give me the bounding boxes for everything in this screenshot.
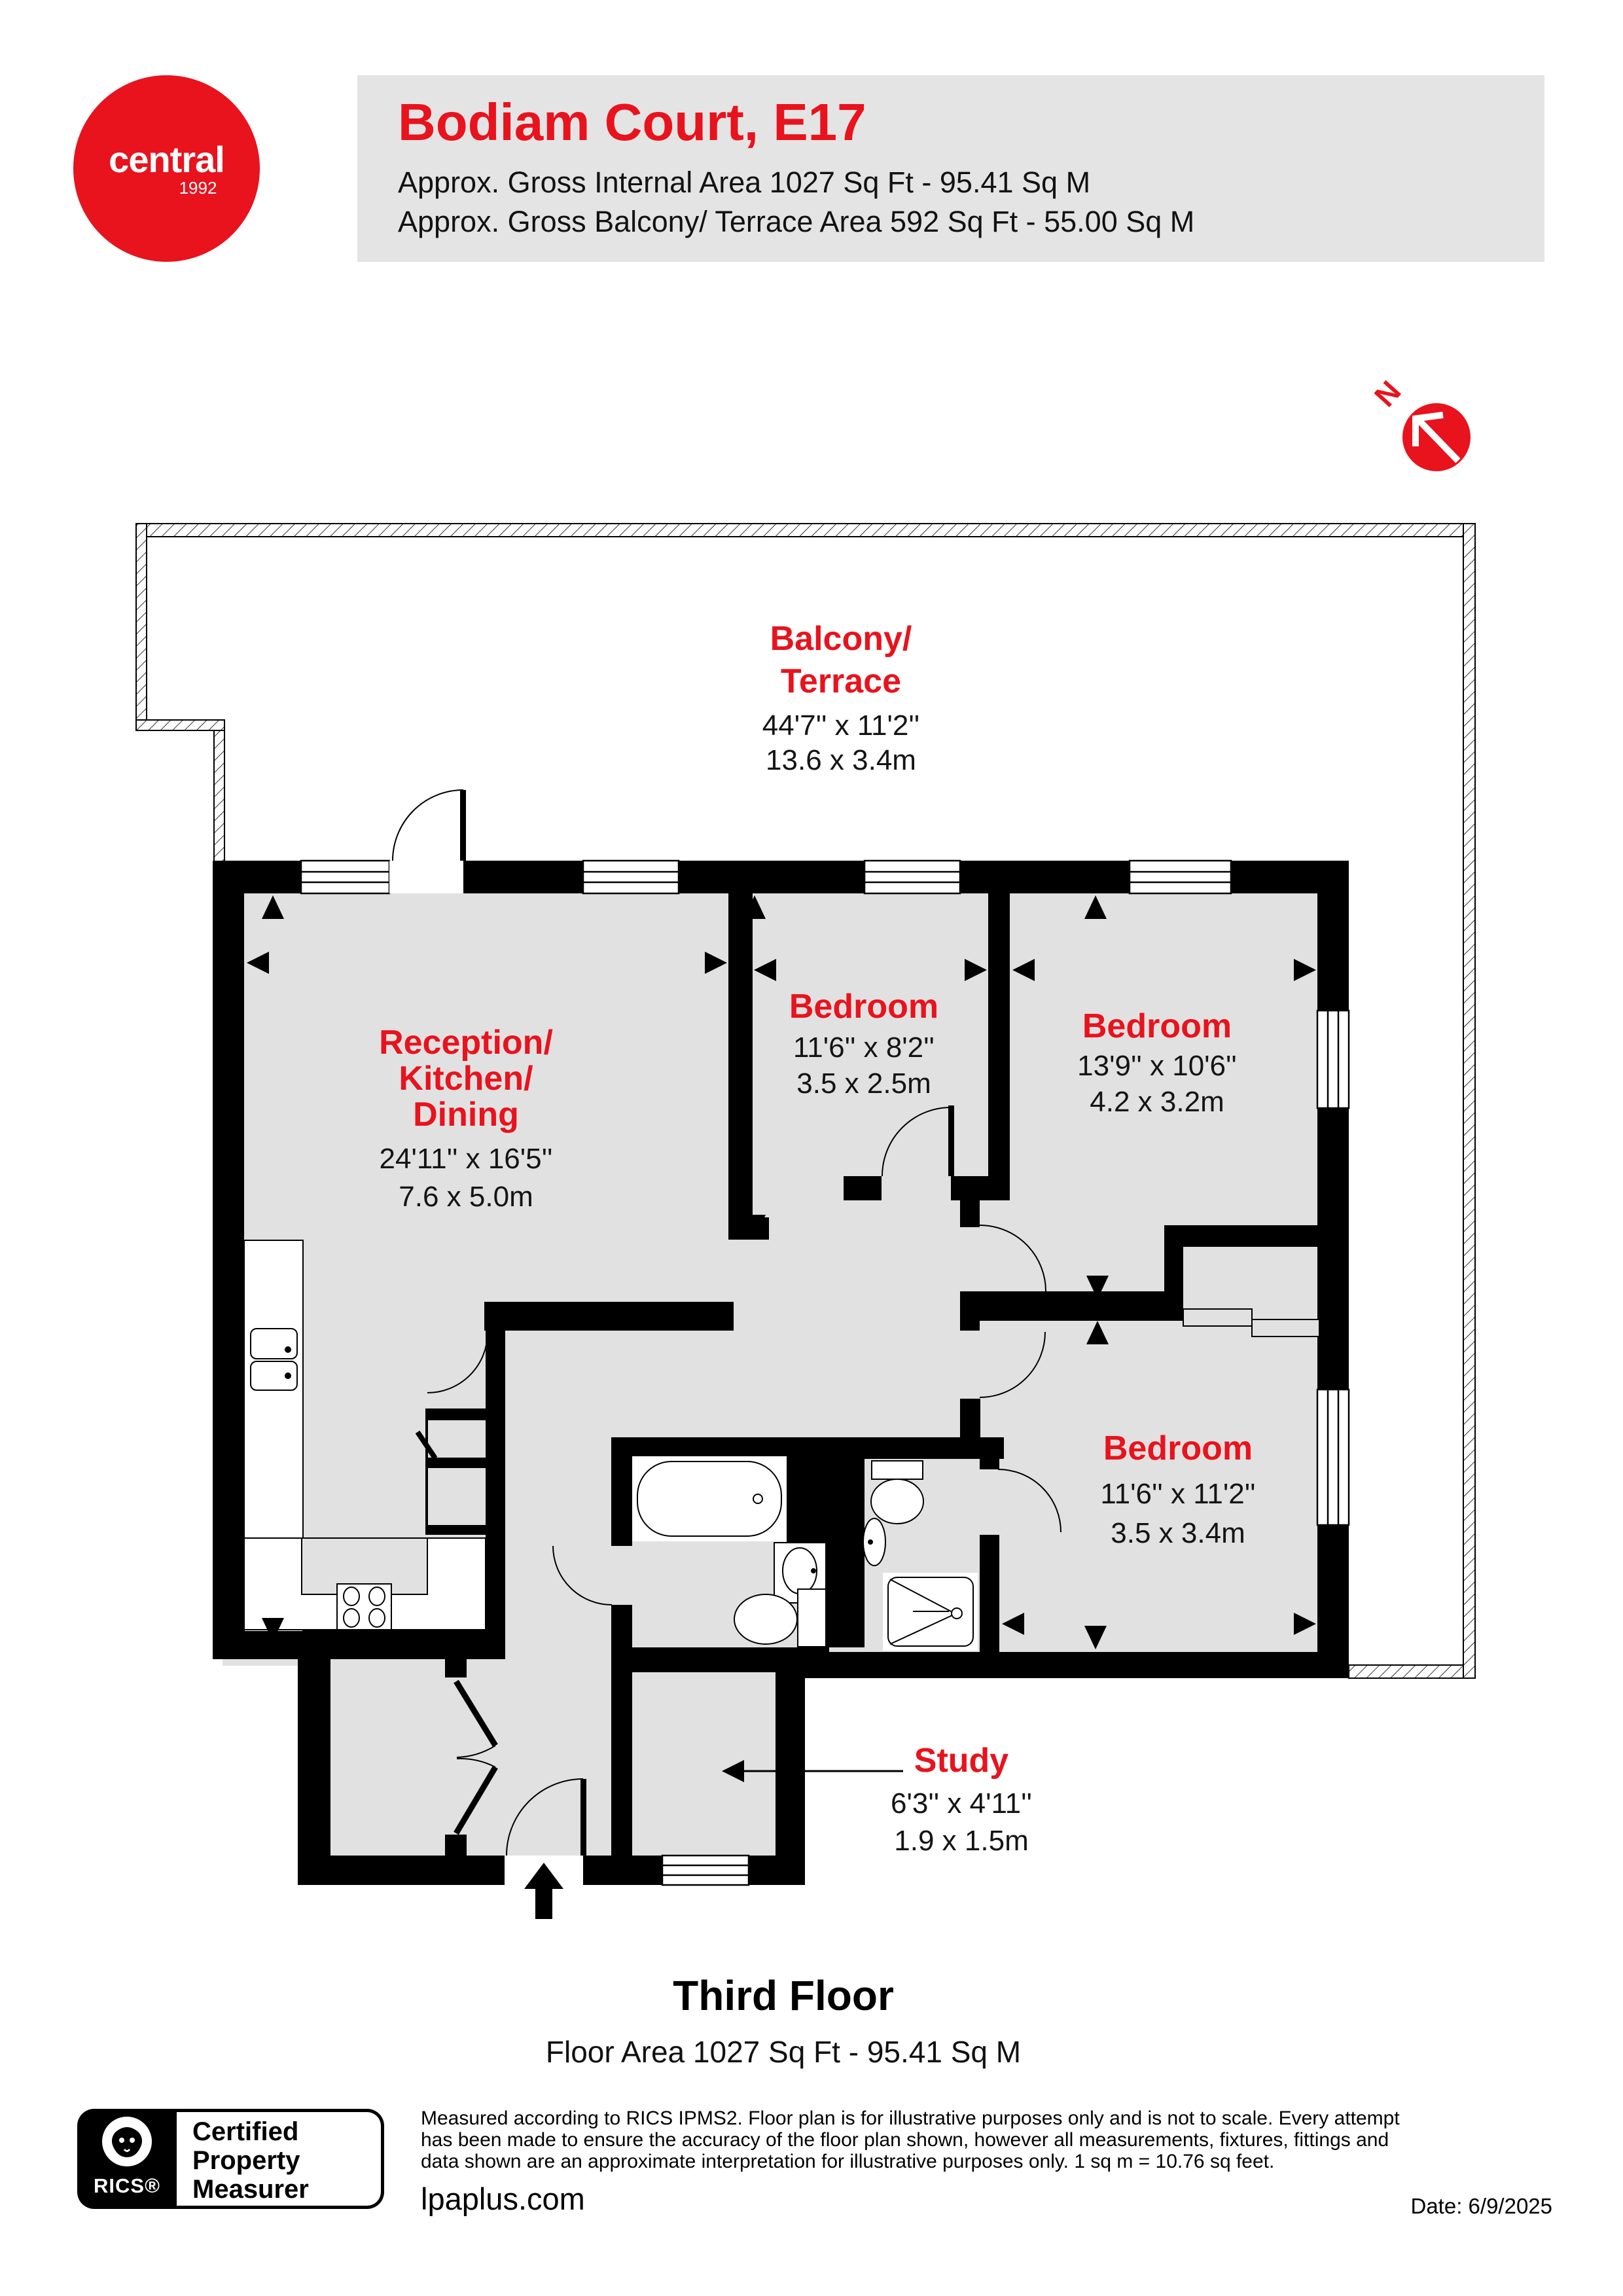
doors [392,789,1061,1856]
window-bedroom2-side [1316,1009,1350,1109]
kitchen-fixtures [243,1240,486,1632]
window-bedroom1 [863,859,961,895]
window-reception-1 [300,859,391,895]
walls [213,861,1349,1885]
rics-badge: RICS® Certified Property Measurer [77,2109,384,2209]
disclaimer-line-2: has been made to ensure the accuracy of … [421,2129,1389,2151]
wardrobe-shelf-1 [1183,1308,1253,1327]
double-doors [454,1679,498,1835]
window-study [661,1854,750,1886]
dimension-arrows [247,895,1316,1782]
balcony-dim-imperial: 44'7'' x 11'2'' [762,709,919,742]
windows [300,859,1350,1886]
compass-north-label: N [1368,374,1408,413]
lion-icon [102,2117,152,2166]
rics-org-label: RICS® [94,2174,160,2197]
floor-name: Third Floor [673,1972,894,2019]
bedroom1-dim-metric: 3.5 x 2.5m [796,1067,931,1100]
reception-dim-metric: 7.6 x 5.0m [399,1181,533,1213]
bathtub [632,1456,787,1541]
wc-toilet [870,1460,924,1524]
balcony-label-2: Terrace [781,662,901,700]
bedroom2-dim-imperial: 13'9'' x 10'6'' [1077,1050,1237,1082]
study-dim-metric: 1.9 x 1.5m [894,1825,1028,1857]
compass-icon: N [1368,374,1471,471]
bedroom1-door [882,1105,954,1177]
window-bedroom2-top [1128,859,1232,895]
agency-logo-name: central [109,138,225,180]
rics-badge-right: Certified Property Measurer [177,2109,384,2209]
badge-line-2: Property [192,2146,300,2175]
kitchen-cupboard-door [415,1430,438,1460]
bedroom3-label: Bedroom [1103,1429,1253,1467]
bedroom3-door [979,1331,1046,1398]
badge-line-3: Measurer [192,2175,309,2204]
balcony-label-1: Balcony/ [770,620,912,658]
bedroom3-dim-imperial: 11'6'' x 11'2'' [1100,1478,1255,1510]
balcony-door [392,789,466,861]
bathroom-fixtures [632,1308,1320,1651]
bathroom-toilet [734,1588,827,1647]
gross-internal-area: Approx. Gross Internal Area 1027 Sq Ft -… [398,165,1091,199]
gross-balcony-area: Approx. Gross Balcony/ Terrace Area 592 … [398,204,1195,238]
wc-basin [863,1518,886,1566]
entrance-arrow-icon [524,1863,563,1919]
rics-badge-left: RICS® [77,2109,177,2209]
floor-area-text: Floor Area 1027 Sq Ft - 95.41 Sq M [545,2035,1022,2069]
header-band: Bodiam Court, E17 Approx. Gross Internal… [357,75,1544,262]
reception-label-1: Reception/ [379,1024,553,1062]
window-bedroom3-side [1316,1388,1350,1526]
shower [883,1573,978,1651]
bedroom1-label: Bedroom [789,988,938,1026]
reception-label-2: Kitchen/ [399,1060,533,1098]
agency-logo-year: 1992 [179,177,217,198]
page-title: Bodiam Court, E17 [398,92,866,151]
kitchen-corridor-door [427,1332,488,1393]
wardrobe-shelf-2 [1251,1319,1320,1337]
kitchen-hob [336,1583,392,1630]
kitchen-sink [250,1328,298,1391]
reception-dim-imperial: 24'11'' x 16'5'' [380,1143,553,1175]
balcony-dim-metric: 13.6 x 3.4m [766,744,916,776]
bedroom1-dim-imperial: 11'6'' x 8'2'' [793,1031,935,1064]
date-label: Date: 6/9/2025 [1410,2194,1553,2218]
front-door [506,1778,586,1856]
bathroom-door [552,1545,613,1605]
balcony-door-opening [389,861,463,893]
bedroom2-door [979,1225,1046,1292]
disclaimer-line-3: data shown are an approximate interpreta… [421,2151,1275,2172]
agency-logo: central 1992 [73,75,260,262]
balcony-parapet [135,523,1476,1679]
study-dim-imperial: 6'3'' x 4'11'' [891,1787,1032,1820]
study-label: Study [914,1742,1009,1780]
bedroom2-label: Bedroom [1082,1007,1232,1045]
window-reception-2 [582,859,680,895]
website-link[interactable]: lpaplus.com [421,2181,585,2216]
shower-room-door [997,1469,1061,1533]
floor-area-fill [223,870,1335,1862]
disclaimer-line-1: Measured according to RICS IPMS2. Floor … [421,2108,1400,2129]
disclaimer: Measured according to RICS IPMS2. Floor … [421,2108,1560,2172]
badge-line-1: Certified [192,2117,299,2146]
bedroom2-dim-metric: 4.2 x 3.2m [1090,1086,1224,1118]
reception-label-3: Dining [413,1096,519,1134]
bedroom3-dim-metric: 3.5 x 3.4m [1111,1517,1245,1549]
room-labels: Balcony/ Terrace 44'7'' x 11'2'' 13.6 x … [379,620,1255,1857]
